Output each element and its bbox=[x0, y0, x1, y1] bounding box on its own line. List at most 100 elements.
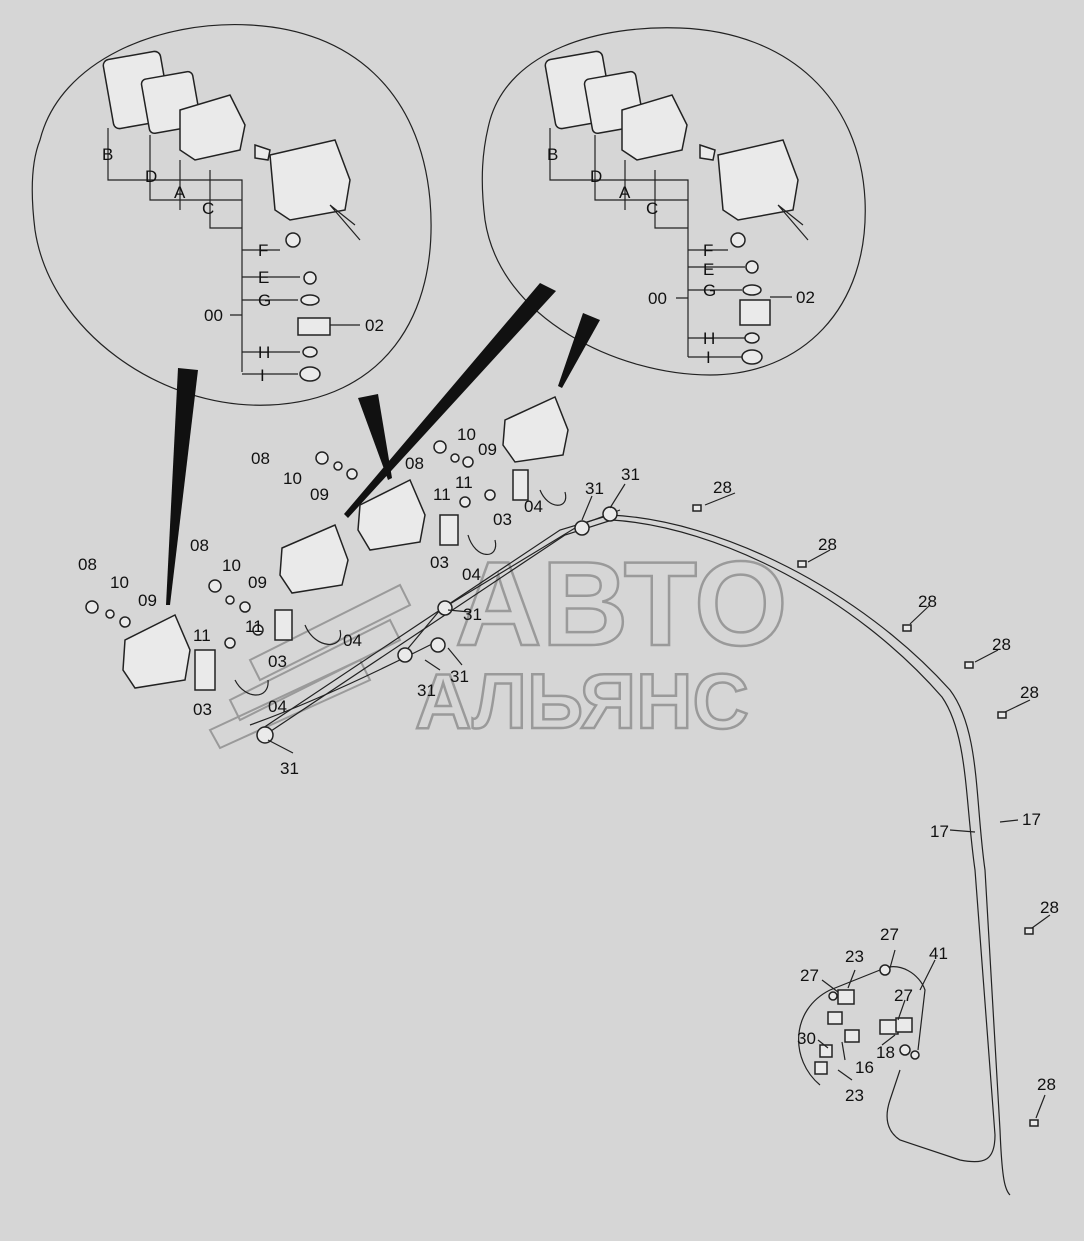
label-a-r: A bbox=[619, 183, 631, 202]
callout-04: 04 bbox=[462, 565, 481, 584]
label-f: F bbox=[258, 241, 268, 260]
callout-31: 31 bbox=[463, 605, 482, 624]
callout-08: 08 bbox=[251, 449, 270, 468]
lens-a bbox=[179, 94, 246, 161]
callout-31: 31 bbox=[280, 759, 299, 778]
screw-f-r bbox=[730, 232, 746, 248]
label-c: C bbox=[202, 199, 214, 218]
callout-10: 10 bbox=[110, 573, 129, 592]
callout-27: 27 bbox=[800, 966, 819, 985]
label-d-r: D bbox=[590, 167, 602, 186]
washer-g bbox=[300, 294, 320, 306]
pointer-left-2 bbox=[358, 394, 392, 480]
watermark: АВТО АЛЬЯНС bbox=[208, 536, 789, 750]
callout-31: 31 bbox=[417, 681, 436, 700]
callout-27: 27 bbox=[880, 925, 899, 944]
screw-f bbox=[285, 232, 301, 248]
label-i: I bbox=[260, 366, 265, 385]
label-h: H bbox=[258, 343, 270, 362]
label-e-r: E bbox=[703, 260, 714, 279]
label-b-r: B bbox=[547, 145, 558, 164]
lens-a-r bbox=[621, 94, 688, 161]
callout-10: 10 bbox=[283, 469, 302, 488]
label-i-r: I bbox=[706, 348, 711, 367]
callout-31: 31 bbox=[621, 465, 640, 484]
label-b: B bbox=[102, 145, 113, 164]
callout-23: 23 bbox=[845, 1086, 864, 1105]
washer-e-r bbox=[745, 260, 759, 274]
callout-09: 09 bbox=[138, 591, 157, 610]
u-bolt-2 bbox=[304, 624, 342, 645]
callout-09: 09 bbox=[310, 485, 329, 504]
detail-bubble-right: B D A C F E G 00 02 H I bbox=[344, 27, 866, 518]
callout-28: 28 bbox=[1020, 683, 1039, 702]
callout-28: 28 bbox=[918, 592, 937, 611]
callout-28: 28 bbox=[713, 478, 732, 497]
callout-11: 11 bbox=[455, 473, 473, 492]
lamp-housing-r bbox=[717, 139, 799, 221]
lamp-3 bbox=[357, 478, 426, 551]
callout-31: 31 bbox=[450, 667, 469, 686]
callout-leaders bbox=[267, 483, 1051, 1119]
watermark-logo bbox=[208, 583, 412, 750]
lamps bbox=[85, 395, 569, 696]
bracket-02-r bbox=[739, 299, 771, 326]
label-e: E bbox=[258, 268, 269, 287]
label-g-r: G bbox=[703, 281, 716, 300]
clamps bbox=[256, 504, 1039, 1127]
washer-g-r bbox=[742, 284, 762, 296]
callout-08: 08 bbox=[405, 454, 424, 473]
bracket-02 bbox=[297, 317, 331, 336]
callout-numbers: 08 10 09 08 10 09 08 10 09 08 10 09 11 1… bbox=[78, 425, 1059, 1105]
callout-17: 17 bbox=[1022, 810, 1041, 829]
label-h-r: H bbox=[703, 329, 715, 348]
label-g: G bbox=[258, 291, 271, 310]
callout-41: 41 bbox=[929, 944, 948, 963]
callout-11: 11 bbox=[245, 617, 263, 636]
washer-e bbox=[303, 271, 317, 285]
callout-04: 04 bbox=[268, 697, 287, 716]
pointer-left-1 bbox=[166, 368, 198, 605]
label-c-r: C bbox=[646, 199, 658, 218]
watermark-line1: АВТО bbox=[455, 537, 787, 671]
lamp-2 bbox=[279, 523, 349, 594]
callout-08: 08 bbox=[78, 555, 97, 574]
callout-03: 03 bbox=[268, 652, 287, 671]
nut-i bbox=[299, 366, 321, 382]
detail-bubble-left: B D A C F E G 00 02 H I bbox=[31, 23, 432, 605]
callout-03: 03 bbox=[193, 700, 212, 719]
callout-09: 09 bbox=[248, 573, 267, 592]
lamp-1 bbox=[122, 613, 191, 689]
nut-i-r bbox=[741, 349, 763, 365]
label-d: D bbox=[145, 167, 157, 186]
lamp-4 bbox=[502, 395, 569, 463]
watermark-line2: АЛЬЯНС bbox=[415, 657, 749, 745]
harness-17 bbox=[249, 509, 1011, 1196]
callout-04: 04 bbox=[343, 631, 362, 650]
bracket-03-3 bbox=[439, 514, 459, 546]
callout-18: 18 bbox=[876, 1043, 895, 1062]
lamp-wires bbox=[329, 204, 361, 241]
callout-10: 10 bbox=[457, 425, 476, 444]
callout-10: 10 bbox=[222, 556, 241, 575]
label-f-r: F bbox=[703, 241, 713, 260]
callout-30: 30 bbox=[797, 1029, 816, 1048]
bulb-c-r bbox=[699, 143, 716, 161]
connector-assembly bbox=[798, 964, 926, 1086]
label-00-r: 00 bbox=[648, 289, 667, 308]
callout-28: 28 bbox=[1037, 1075, 1056, 1094]
washer-h bbox=[302, 346, 318, 358]
callout-08: 08 bbox=[190, 536, 209, 555]
label-a: A bbox=[174, 183, 186, 202]
callout-04: 04 bbox=[524, 497, 543, 516]
bracket-03-1 bbox=[194, 649, 216, 691]
label-02-r: 02 bbox=[796, 288, 815, 307]
pointer-right-2 bbox=[558, 313, 600, 388]
callout-28: 28 bbox=[818, 535, 837, 554]
bracket-03-4 bbox=[512, 469, 529, 501]
label-00: 00 bbox=[204, 306, 223, 325]
callout-11: 11 bbox=[193, 626, 211, 645]
callout-09: 09 bbox=[478, 440, 497, 459]
lamp-wires-r bbox=[777, 204, 809, 241]
